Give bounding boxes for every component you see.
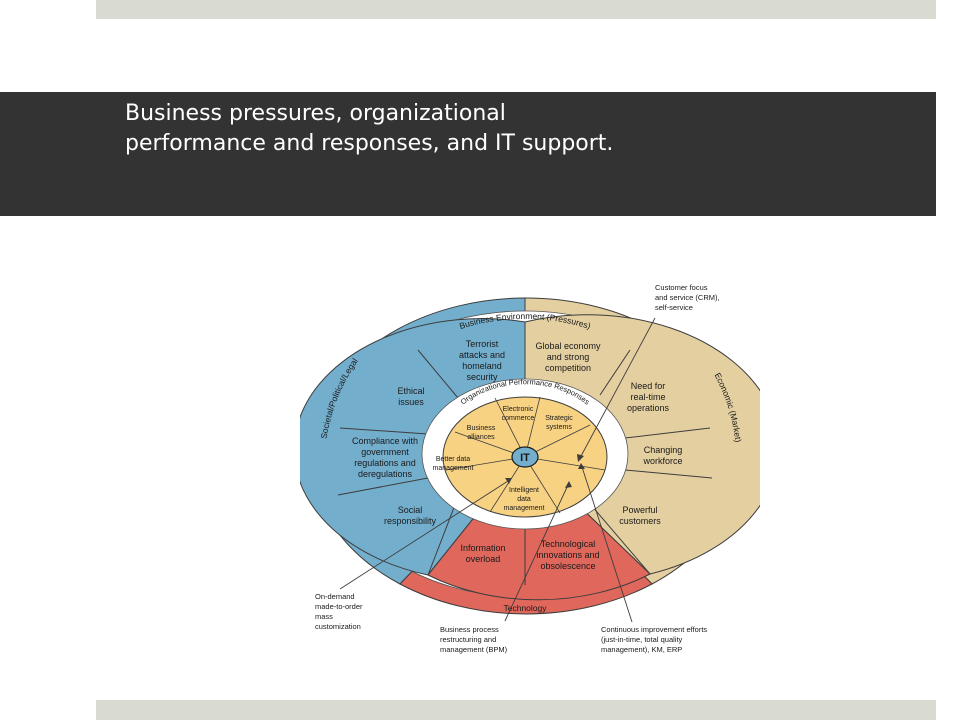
callout-on-demand-customization-line: On-demand <box>315 592 355 601</box>
slide-title-line-2: performance and responses, and IT suppor… <box>125 131 614 156</box>
pressure-global-economy-line: Global economy <box>535 341 601 351</box>
pressure-compliance-regulations-line: deregulations <box>358 469 413 479</box>
response-better-data-management: Better data management <box>433 456 474 472</box>
callout-continuous-improvement-line: (just-in-time, total quality <box>601 635 683 644</box>
callout-lines <box>339 317 656 623</box>
response-better-data-management-line: Better data <box>436 456 470 463</box>
pressure-terrorist-attacks-line: security <box>466 372 498 382</box>
response-intelligent-data-management-line: data <box>517 496 531 503</box>
pressure-social-responsibility-line: Social <box>398 505 423 515</box>
pressure-terrorist-attacks-line: homeland <box>462 361 502 371</box>
response-electronic-commerce: Electronic commerce <box>502 406 535 422</box>
response-strategic-systems: Strategic systems <box>545 415 573 431</box>
pressure-terrorist-attacks-line: attacks and <box>459 350 505 360</box>
response-business-alliances-line: Business <box>467 425 496 432</box>
top-accent-bar <box>96 0 936 19</box>
callout-business-process-line: Business process <box>440 625 499 634</box>
response-business-alliances-line: alliances <box>467 434 495 441</box>
response-strategic-systems-line: systems <box>546 424 572 431</box>
pressure-technological-innovations-line: innovations and <box>536 550 599 560</box>
callout-continuous-improvement-line: management), KM, ERP <box>601 645 682 654</box>
label-technology: Technology <box>503 603 547 613</box>
response-electronic-commerce-line: Electronic <box>503 406 534 413</box>
bottom-accent-bar <box>96 700 936 720</box>
pressure-dividers <box>337 322 713 585</box>
pressure-ethical-issues-line: issues <box>398 397 424 407</box>
pressure-terrorist-attacks-line: Terrorist <box>466 339 499 349</box>
it-center <box>511 446 539 468</box>
pressure-real-time-operations-line: operations <box>627 403 670 413</box>
callout-customer-focus-line: and service (CRM), <box>655 293 720 302</box>
pressure-technological-innovations-line: obsolescence <box>540 561 595 571</box>
callout-business-process-line: restructuring and <box>440 635 496 644</box>
response-intelligent-data-management-line: management <box>504 505 545 512</box>
pressure-powerful-customers-line: Powerful <box>622 505 657 515</box>
pressure-technological-innovations-line: Technological <box>541 539 596 549</box>
callout-continuous-improvement-line: Continuous improvement efforts <box>601 625 707 634</box>
slide-title-line-1: Business pressures, organizational <box>125 101 506 126</box>
response-strategic-systems-line: Strategic <box>545 415 573 422</box>
response-electronic-commerce-line: commerce <box>502 415 535 422</box>
callout-business-process-line: management (BPM) <box>440 645 508 654</box>
pressure-real-time-operations-line: real-time <box>630 392 665 402</box>
pressure-global-economy-line: competition <box>545 363 591 373</box>
pressure-powerful-customers-line: customers <box>619 516 661 526</box>
callout-continuous-improvement: Continuous improvement efforts(just-in-t… <box>601 625 707 654</box>
response-intelligent-data-management: Intelligent data management <box>504 487 545 512</box>
pressure-global-economy-line: and strong <box>547 352 590 362</box>
pressure-real-time-operations-line: Need for <box>631 381 666 391</box>
pressure-information-overload-line: Information <box>460 543 505 553</box>
pressure-compliance-regulations-line: regulations and <box>354 458 416 468</box>
response-better-data-management-line: management <box>433 465 474 472</box>
response-labels: Electronic commerce Strategic systems Busine… <box>433 406 574 512</box>
response-business-alliances: Business alliances <box>467 425 496 441</box>
pressure-changing-workforce-line: Changing <box>644 445 683 455</box>
response-intelligent-data-management-line: Intelligent <box>509 487 539 494</box>
callout-customer-focus-line: Customer focus <box>655 283 708 292</box>
pressure-changing-workforce-line: workforce <box>642 456 682 466</box>
callout-on-demand-customization-line: made-to-order <box>315 602 363 611</box>
title-band <box>0 92 936 216</box>
callout-customer-focus-line: self-service <box>655 303 693 312</box>
it-center-label: IT <box>520 452 530 464</box>
pressure-ethical-issues-line: Ethical <box>397 386 424 396</box>
business-pressures-diagram: IT Business Environment (Pressures) Soci… <box>300 270 760 655</box>
pressure-compliance-regulations-line: Compliance with <box>352 436 418 446</box>
pressure-social-responsibility-line: responsibility <box>384 516 437 526</box>
callout-arrowheads <box>505 454 585 488</box>
pressure-compliance-regulations-line: government <box>361 447 409 457</box>
callout-on-demand-customization-line: customization <box>315 622 361 631</box>
callout-on-demand-customization-line: mass <box>315 612 333 621</box>
pressure-information-overload-line: overload <box>466 554 501 564</box>
